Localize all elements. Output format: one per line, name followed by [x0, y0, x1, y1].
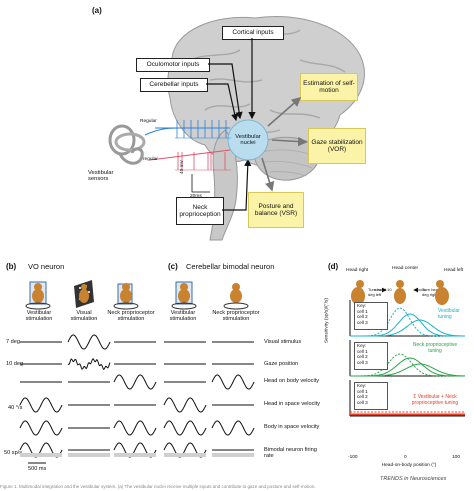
key-title-2: Key: — [357, 343, 367, 348]
vestibular-nuclei-label: Vestibular nuclei — [235, 134, 261, 147]
key-box-2: Key: cell 1 cell 2 cell 3 — [354, 342, 388, 370]
key-cell-3-3: cell 3 — [357, 400, 368, 406]
neck-proprioception-box: Neck proprioception — [176, 197, 224, 225]
scale-ms-label: 20ms — [190, 194, 202, 199]
trace-c4-r4 — [211, 420, 255, 436]
trace-c2-r4 — [113, 420, 157, 436]
journal-label: TRENDS in Neurosciences — [380, 476, 447, 482]
regular-label: Regular — [140, 119, 157, 124]
self-motion-box: Estimation of self-motion — [300, 73, 358, 101]
col-c-neck: Neck proprioceptor stimulation — [212, 310, 260, 323]
panel-d-ylabel: Sensitivity (sp/s)/(°/s) — [324, 297, 330, 344]
panel-c-title: Cerebellar bimodal neuron — [186, 262, 275, 271]
key-cell-1-3: cell 3 — [357, 320, 368, 326]
trace-c4-r2 — [211, 374, 255, 390]
stimulation-icons — [25, 280, 249, 310]
key-cell-1-2: cell 2 — [357, 314, 368, 320]
vestibular-monkey-icon-b — [25, 281, 51, 310]
row-head-space: Head in space velocity — [264, 401, 320, 407]
neck-tuning-label: Neck proprioceptive tuning — [412, 342, 458, 354]
key-cell-3-2: cell 2 — [357, 394, 368, 400]
head-right-label: Head right — [346, 268, 369, 273]
head-left-label: Head left — [444, 268, 464, 273]
col-c-vestibular: Vestibular stimulation — [169, 310, 197, 323]
neck-cell-3 — [350, 363, 465, 377]
key-cell-2-3: cell 3 — [357, 360, 368, 366]
trace-c3-r4 — [163, 420, 207, 436]
scale-gaze: 10 deg — [6, 361, 24, 367]
firing-fill-2 — [114, 453, 156, 457]
key-cell-1-1: cell 1 — [357, 308, 368, 314]
scale-visual: 7 deg — [6, 339, 20, 345]
cerebellar-inputs-box: Cerebellar inputs — [140, 78, 208, 92]
panel-d-monkeys — [351, 280, 449, 305]
firing-fill-3 — [164, 453, 206, 457]
trace-c0-r4 — [19, 420, 63, 436]
col-b-visual: Visual stimulation — [70, 310, 98, 323]
figure-caption: Figure 1. Multimodal integration and the… — [0, 484, 316, 489]
gaze-stabilization-box: Gaze stabilization (VOR) — [308, 128, 366, 164]
vest-cell-3 — [350, 319, 465, 337]
firing-fill-1 — [68, 453, 110, 457]
key-box-1: Key: cell 1 cell 2 cell 3 — [354, 302, 388, 330]
key-title-1: Key: — [357, 303, 367, 308]
trace-c0-r3 — [19, 397, 63, 413]
tuning-plots — [349, 300, 465, 417]
cortical-inputs-box: Cortical inputs — [222, 26, 284, 40]
panel-b-title: VO neuron — [28, 262, 65, 271]
trace-grid — [19, 334, 255, 464]
trace-c2-r2 — [113, 374, 157, 390]
trace-c1-r0 — [67, 334, 111, 350]
scale-mv-label: 40 mV — [180, 160, 185, 174]
tick-0: 0 — [404, 455, 407, 460]
vestibular-tuning-label: Vestibular tuning — [438, 308, 460, 320]
irregular-spike-train — [175, 152, 231, 171]
regular-spike-train — [175, 120, 231, 139]
oculomotor-inputs-box: Oculomotor inputs — [136, 58, 210, 72]
key-cell-3-1: cell 1 — [357, 388, 368, 394]
row-visual-stimulus: Visual stimulus — [264, 339, 302, 345]
row-head-body: Head on body velocity — [264, 378, 320, 384]
irregular-label: Irregular — [140, 157, 158, 162]
key-cell-2-1: cell 1 — [357, 348, 368, 354]
trace-c3-r3 — [163, 397, 207, 413]
head-center-label: Head center — [392, 266, 419, 271]
posture-balance-box: Posture and balance (VSR) — [248, 192, 304, 228]
panel-a-letter: (a) — [92, 6, 102, 15]
key-box-3: Key: cell 1 cell 2 cell 3 — [354, 382, 388, 410]
key-cell-2-2: cell 2 — [357, 354, 368, 360]
scale-time: 500 ms — [28, 466, 47, 472]
panel-c-letter: (c) — [168, 262, 178, 271]
panel-b-letter: (b) — [6, 262, 17, 271]
inner-ear-icon — [108, 124, 146, 165]
col-b-vestibular: Vestibular stimulation — [25, 310, 53, 323]
trace-c1-r1 — [67, 358, 111, 371]
row-firing-rate: Bimodal neuron firing rate — [264, 447, 317, 460]
key-title-3: Key: — [357, 383, 367, 388]
panel-a-arrows — [144, 38, 308, 211]
scale-velocity: 40 °/s — [8, 405, 23, 411]
vestibular-sensors-label: Vestibular sensors — [88, 170, 114, 183]
panel-d-xlabel: Head-on-body position (°) — [381, 463, 437, 468]
row-gaze-position: Gaze position — [264, 361, 299, 367]
tick-neg100: -100 — [348, 455, 358, 460]
scale-bar — [191, 174, 210, 193]
vestibular-monkey-icon-c — [171, 281, 197, 310]
firing-fill-4 — [212, 453, 254, 457]
row-body-space: Body in space velocity — [264, 424, 320, 430]
visual-pattern-icon — [74, 280, 94, 308]
panel-d-letter: (d) — [328, 262, 339, 271]
neck-monkey-icon-b — [113, 283, 139, 310]
tick-100: 100 — [452, 455, 461, 460]
turn-left-label: Turn head 10 deg left — [368, 287, 392, 297]
scale-rate: 50 sp/s — [4, 450, 23, 456]
turn-right-label: Turn head 10 deg right — [422, 287, 446, 297]
firing-fill-0 — [20, 453, 62, 457]
neck-monkey-icon-c — [223, 283, 249, 310]
sum-tuning-label: Σ Vestibular + Neck proprioceptive tunin… — [411, 394, 459, 406]
col-b-neck: Neck proprioceptor stimulation — [107, 310, 155, 323]
